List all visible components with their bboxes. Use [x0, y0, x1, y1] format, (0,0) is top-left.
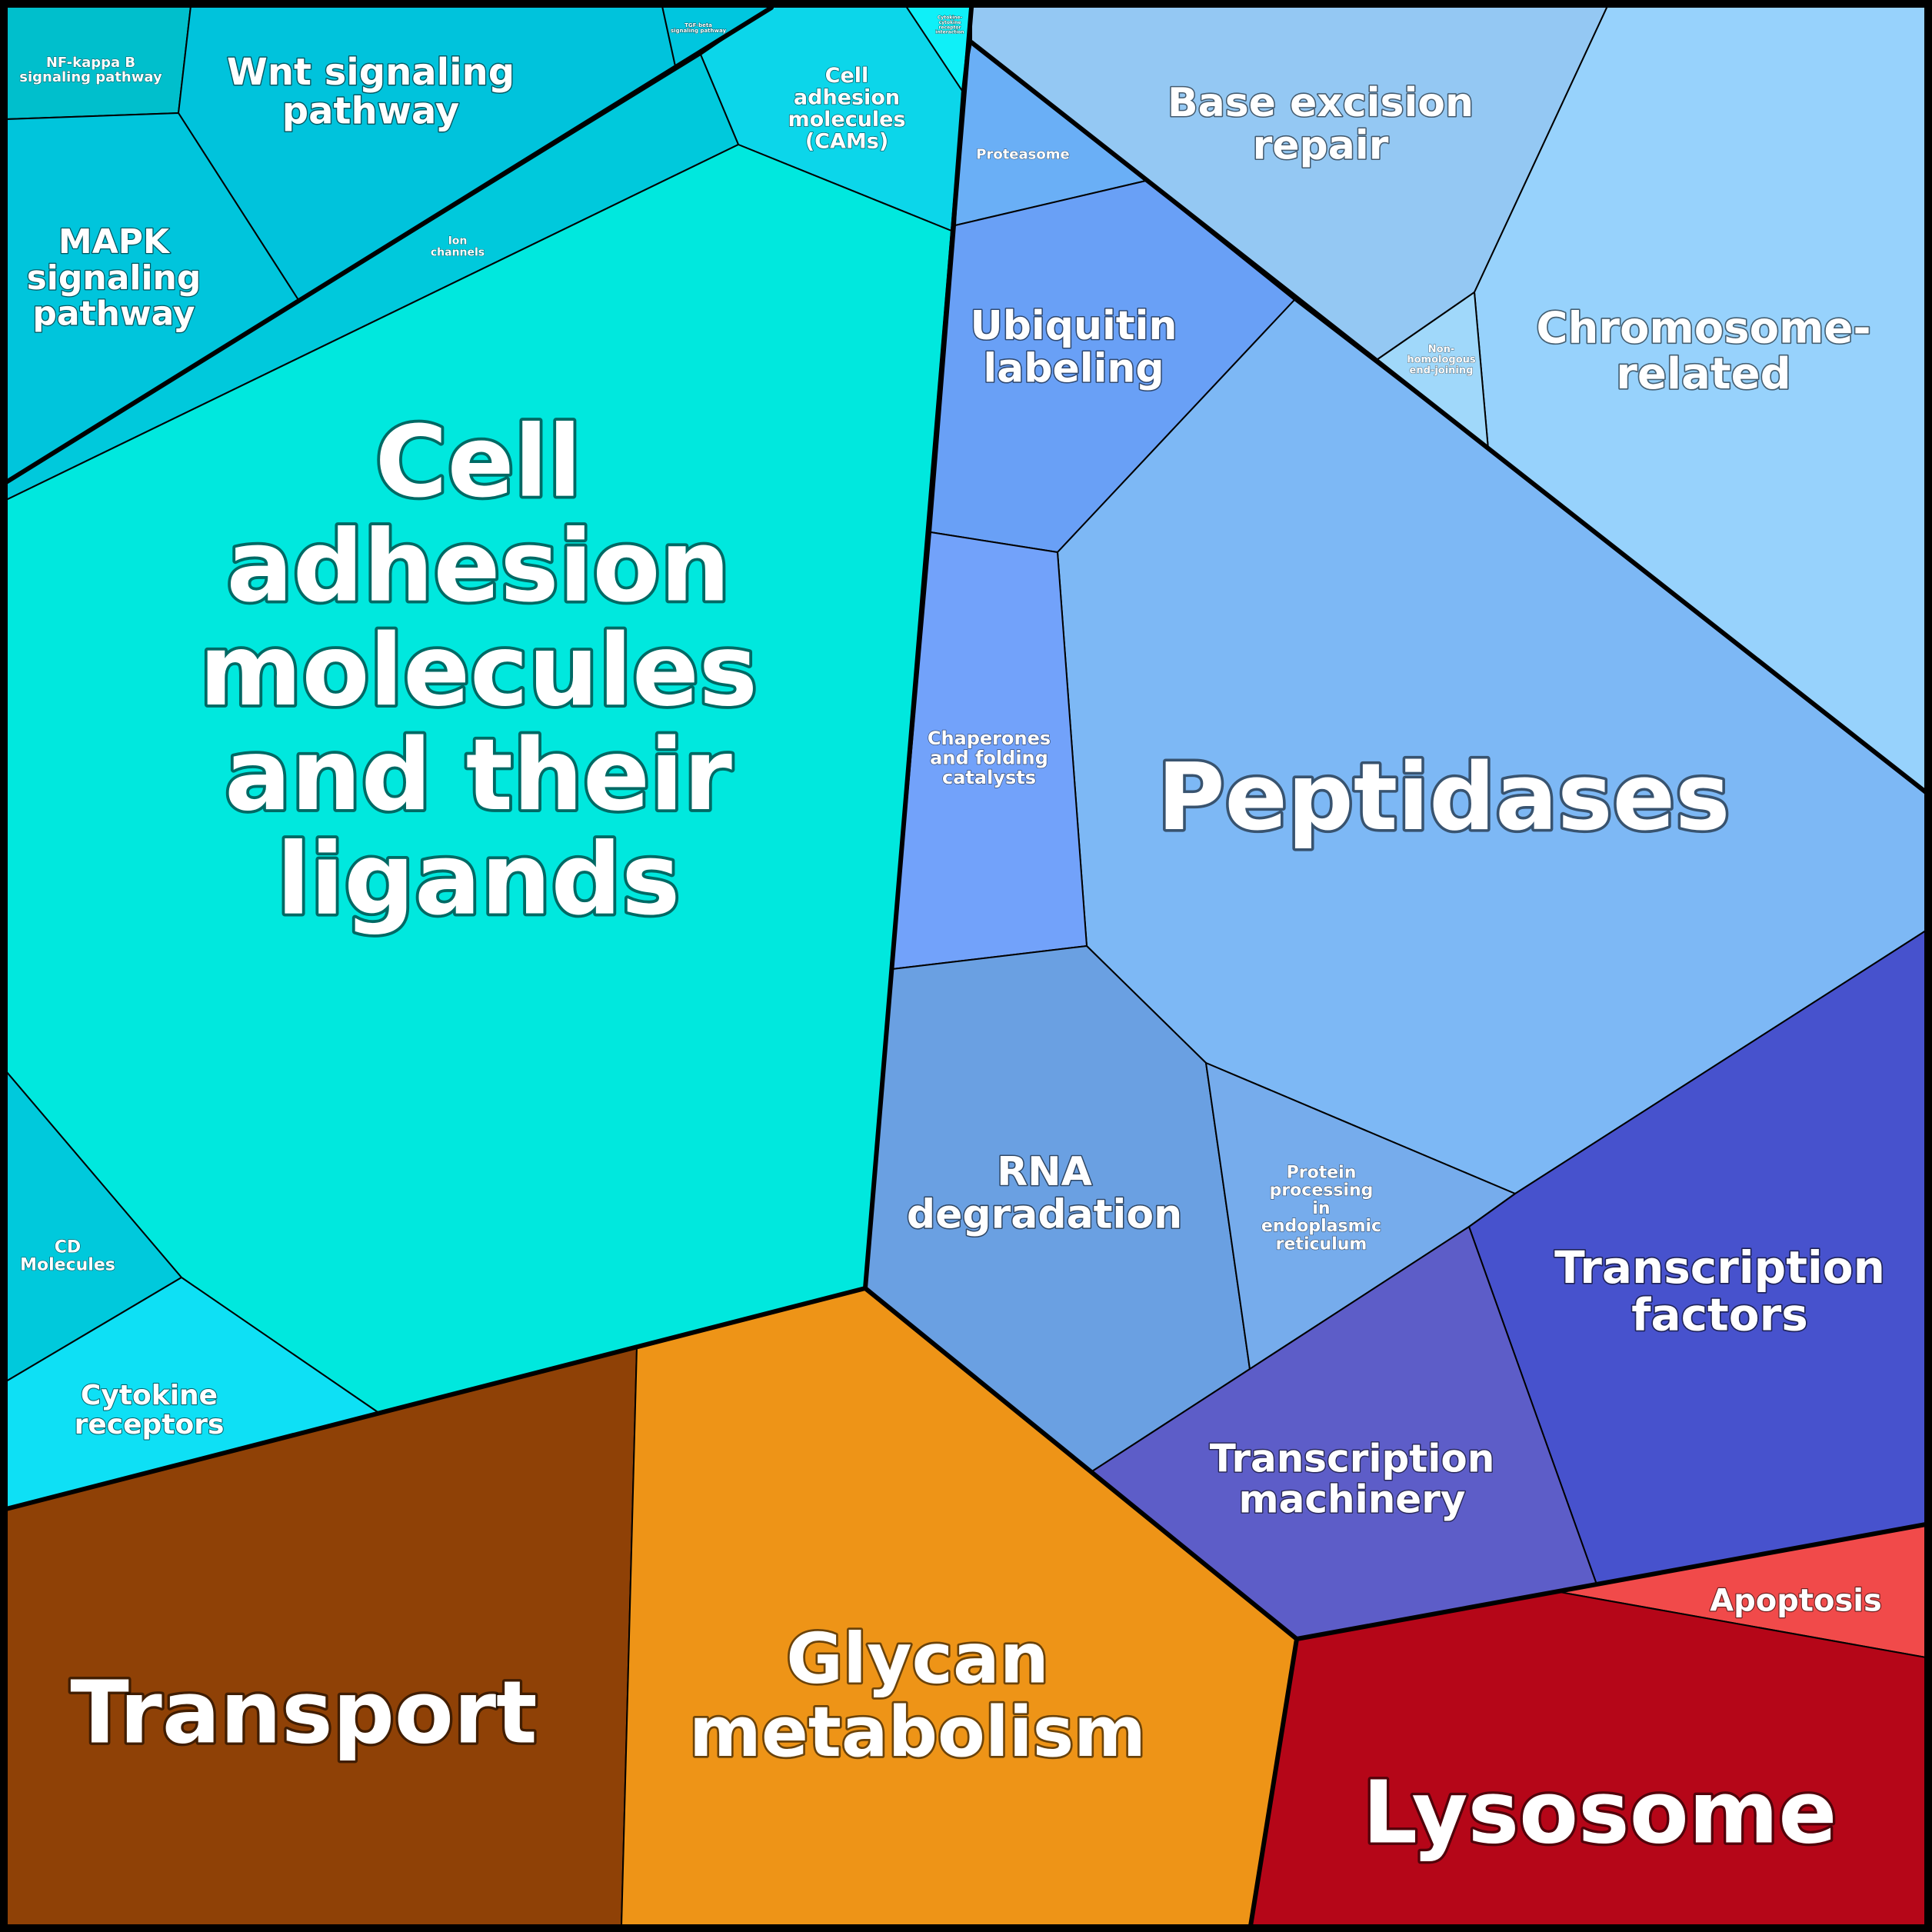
label-line: signaling	[27, 258, 202, 298]
label-transport: Transport	[70, 1663, 537, 1763]
label-line: repair	[1253, 122, 1389, 168]
label-line: and folding	[930, 748, 1048, 769]
label-line: molecules	[199, 614, 758, 728]
label-apoptosis: Apoptosis	[1710, 1583, 1882, 1618]
label-line: Chaperones	[928, 728, 1051, 749]
label-line: endoplasmic	[1261, 1217, 1381, 1236]
label-line: ligands	[277, 822, 681, 937]
label-line: pathway	[32, 294, 195, 333]
label-line: machinery	[1239, 1477, 1466, 1522]
label-line: TGF-beta	[685, 22, 712, 28]
label-line: signaling pathway	[671, 28, 727, 34]
divider-lower-right	[1294, 1522, 1928, 1641]
label-line: Ion	[448, 235, 468, 248]
cell-lysosome	[1250, 1591, 1927, 1927]
label-line: Cell	[375, 405, 582, 520]
label-line: MAPK	[58, 222, 171, 261]
label-line: Ubiquitin	[970, 303, 1177, 349]
label-line: Proteasome	[976, 146, 1069, 162]
label-line: factors	[1631, 1289, 1807, 1341]
label-line: Transcription	[1554, 1241, 1885, 1294]
label-chromosome-related: Chromosome-related	[1536, 303, 1870, 398]
label-line: adhesion	[226, 509, 730, 624]
label-line: Base excision	[1168, 80, 1474, 126]
label-line: Wnt signaling	[227, 51, 515, 94]
label-line: Transport	[70, 1663, 537, 1763]
label-line: channels	[431, 246, 485, 258]
label-line: Peptidases	[1158, 744, 1730, 851]
label-line: related	[1616, 349, 1790, 399]
divider-cyan-group	[4, 5, 774, 485]
label-line: catalysts	[942, 767, 1036, 788]
label-lysosome: Lysosome	[1363, 1763, 1837, 1863]
divider-blue-group	[969, 40, 1928, 794]
label-line: reticulum	[1276, 1235, 1367, 1254]
label-line: receptor	[939, 25, 961, 30]
label-line: NF-kappa B	[46, 55, 135, 71]
label-line: Non-	[1428, 344, 1454, 355]
label-line: Molecules	[20, 1256, 115, 1275]
label-line: and their	[225, 718, 732, 833]
label-peptidases: Peptidases	[1158, 744, 1730, 851]
label-line: homologous	[1407, 355, 1476, 366]
label-line: interaction	[935, 30, 964, 35]
label-line: signaling pathway	[19, 69, 162, 85]
label-line: labeling	[983, 345, 1164, 391]
label-line: in	[1312, 1199, 1330, 1218]
label-line: Protein	[1287, 1163, 1357, 1182]
label-line: receptors	[75, 1409, 225, 1441]
label-line: Chromosome-	[1536, 303, 1870, 353]
label-line: Transcription	[1210, 1437, 1495, 1481]
label-line: pathway	[282, 90, 459, 133]
label-line: Glycan	[786, 1619, 1049, 1700]
label-line: Lysosome	[1363, 1763, 1837, 1863]
label-line: end-joining	[1410, 365, 1474, 376]
label-line: CD	[55, 1237, 81, 1257]
label-line: processing	[1270, 1181, 1374, 1201]
label-line: (CAMs)	[805, 130, 888, 154]
group-dividers	[4, 5, 1928, 1928]
label-line: adhesion	[794, 85, 900, 109]
label-line: Apoptosis	[1710, 1583, 1882, 1618]
label-line: Cytokine	[81, 1380, 218, 1411]
label-line: degradation	[907, 1191, 1182, 1237]
label-line: molecules	[788, 108, 905, 132]
label-line: Cell	[825, 64, 869, 88]
cells-layer	[5, 5, 1927, 1927]
label-line: Cytokine-	[938, 15, 963, 21]
label-line: metabolism	[689, 1692, 1146, 1773]
label-line: RNA	[997, 1149, 1092, 1195]
label-proteasome: Proteasome	[976, 146, 1069, 162]
label-line: cytokine	[939, 20, 961, 25]
